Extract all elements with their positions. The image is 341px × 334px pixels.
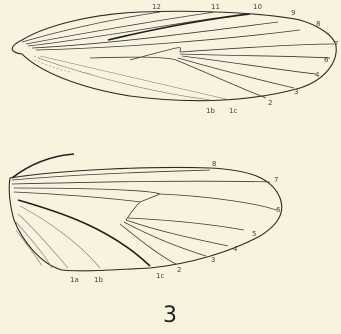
- forewing-label-11: 11: [211, 3, 220, 11]
- hindwing-veins: [11, 169, 277, 269]
- forewing-label-4: 4: [315, 71, 320, 79]
- figure-number: 3: [163, 303, 177, 328]
- forewing-label-7: 7: [334, 40, 338, 48]
- forewing-label-10: 10: [253, 3, 262, 11]
- hindwing-frenulum: [11, 153, 75, 179]
- forewing-label-12: 12: [152, 3, 161, 11]
- forewing-label-1c: 1c: [229, 107, 237, 115]
- hindwing: 8 7 6 5 4 3 2 1c 1b 1a: [8, 153, 283, 284]
- forewing-outline: [11, 10, 337, 102]
- forewing-label-9: 9: [291, 9, 295, 17]
- hindwing-label-2: 2: [177, 266, 181, 274]
- hindwing-label-7: 7: [274, 176, 278, 184]
- hindwing-label-5: 5: [252, 230, 256, 238]
- forewing-label-2: 2: [268, 99, 272, 107]
- forewing-label-8: 8: [316, 20, 320, 28]
- forewing-label-1b: 1b: [206, 107, 215, 115]
- forewing: 12 11 10 9 8 7 6 4 3 2 1c 1b: [11, 3, 338, 115]
- hindwing-label-6: 6: [276, 206, 281, 214]
- forewing-label-3: 3: [294, 88, 298, 96]
- hindwing-label-4: 4: [233, 245, 238, 253]
- hindwing-label-1c: 1c: [156, 272, 164, 280]
- hindwing-outline: [8, 166, 283, 272]
- forewing-label-6: 6: [324, 56, 329, 64]
- hindwing-label-1a: 1a: [70, 276, 79, 284]
- hindwing-label-3: 3: [211, 256, 215, 264]
- hindwing-label-1b: 1b: [94, 276, 103, 284]
- forewing-veins: [21, 11, 335, 101]
- hindwing-label-8: 8: [212, 160, 216, 168]
